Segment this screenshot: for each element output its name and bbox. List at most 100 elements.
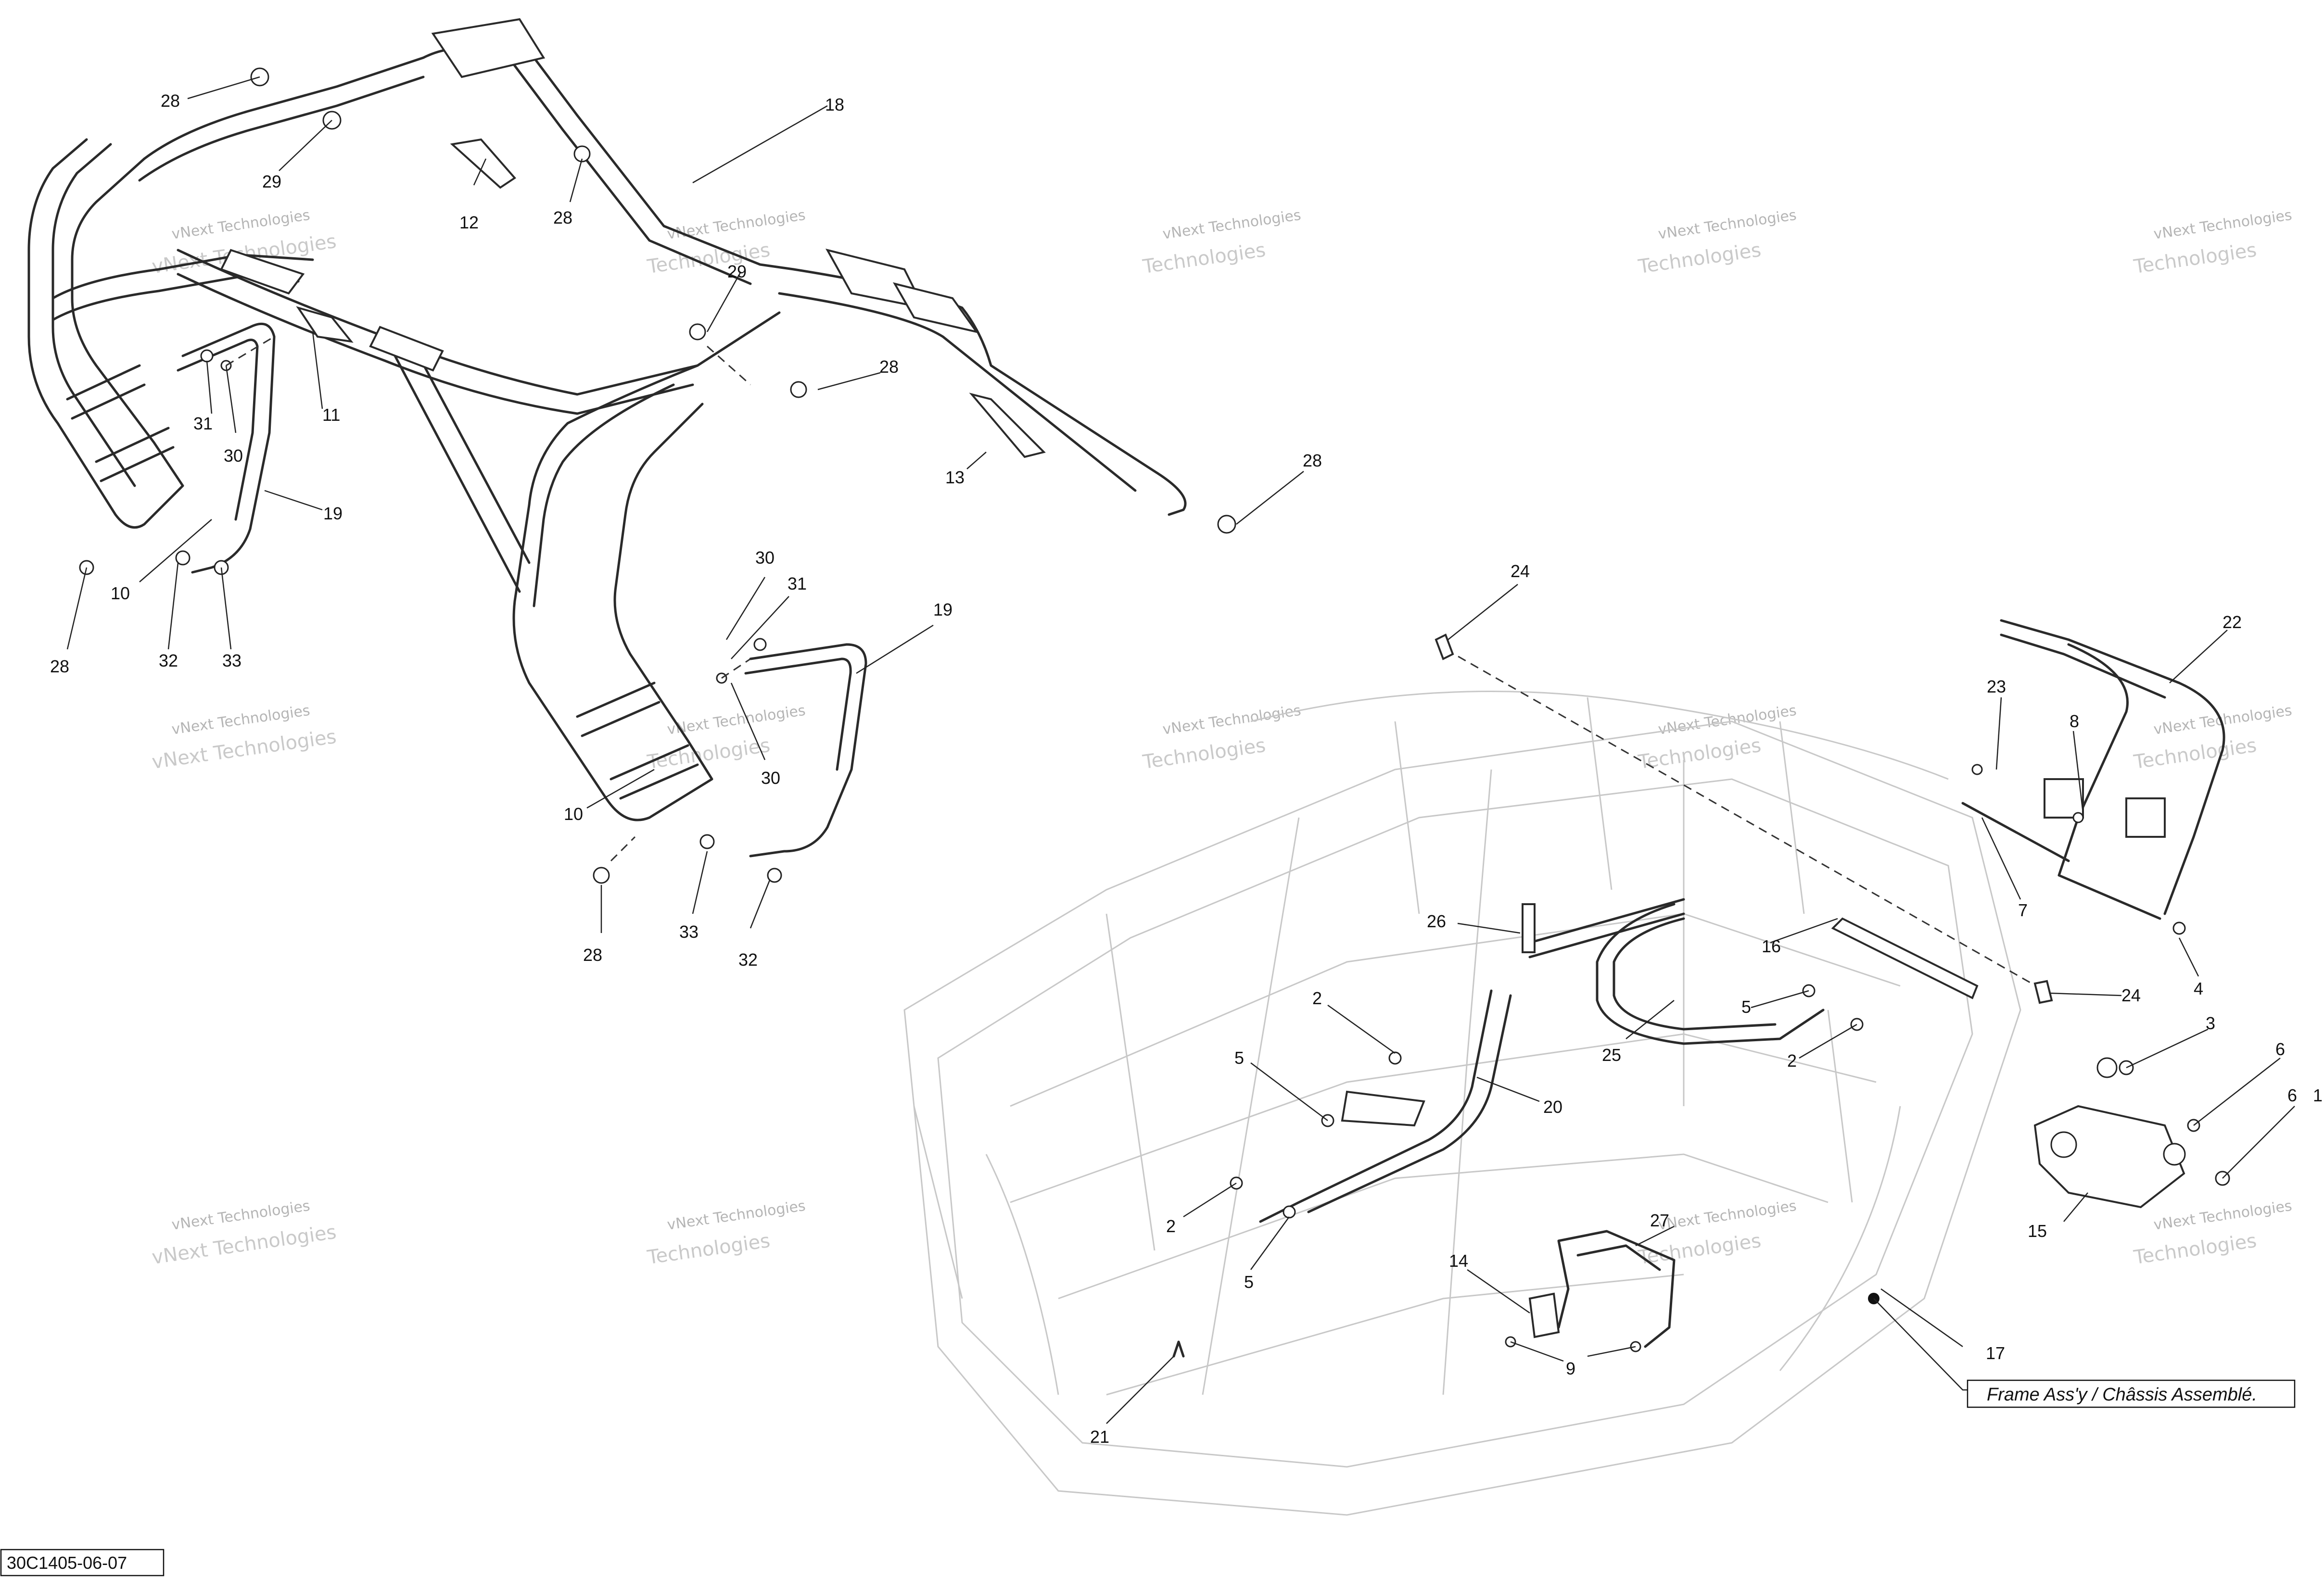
callout-2: 2 <box>1166 1216 1176 1236</box>
chassis-frame-ghost <box>903 691 2021 1516</box>
callout-31: 31 <box>193 414 213 433</box>
rod-7 <box>1961 802 2070 862</box>
watermark: vNext Technologies Technologies <box>1637 207 1798 278</box>
watermark: vNext Technologies vNext Technologies <box>151 1198 338 1269</box>
svg-text:Technologies: Technologies <box>1141 239 1267 278</box>
callout-2: 2 <box>1787 1051 1797 1071</box>
callout-28: 28 <box>1303 451 1322 470</box>
bracket-24-top <box>1435 633 1454 660</box>
callout-7: 7 <box>2018 900 2028 920</box>
callout-labels: 28 29 18 12 28 29 28 11 31 30 19 10 28 3… <box>50 91 2323 1447</box>
callout-14: 14 <box>1449 1251 1468 1271</box>
svg-text:vNext Technologies: vNext Technologies <box>1162 702 1302 738</box>
roll-cage-assembly <box>27 18 1187 821</box>
callout-32: 32 <box>159 651 178 670</box>
callout-13: 13 <box>945 467 965 487</box>
watermark: vNext Technologies Technologies <box>1637 702 1798 773</box>
callout-20: 20 <box>1543 1097 1562 1117</box>
callout-33: 33 <box>222 651 241 670</box>
arm-22 <box>2000 619 2225 920</box>
leader-lines <box>66 76 2295 1424</box>
callout-18: 18 <box>825 95 844 114</box>
svg-text:Technologies: Technologies <box>646 734 772 773</box>
callout-30: 30 <box>755 548 775 568</box>
callout-3: 3 <box>2206 1013 2215 1033</box>
callout-15: 15 <box>2028 1221 2047 1241</box>
callout-30: 30 <box>761 768 780 788</box>
svg-text:Technologies: Technologies <box>2132 1230 2258 1269</box>
svg-text:vNext Technologies: vNext Technologies <box>2153 1198 2293 1234</box>
callout-6: 6 <box>2275 1039 2285 1059</box>
cage-hardware-dash <box>226 336 751 862</box>
callout-24: 24 <box>1511 561 1530 581</box>
svg-text:vNext Technologies: vNext Technologies <box>2153 207 2293 243</box>
bracket-24-bottom <box>2033 980 2053 1004</box>
watermark: vNext Technologies vNext Technologies <box>151 702 338 773</box>
grab-handle-19-right <box>744 643 867 858</box>
callout-27: 27 <box>1650 1211 1669 1230</box>
callout-5: 5 <box>1234 1048 1244 1068</box>
svg-text:vNext Technologies: vNext Technologies <box>666 702 807 738</box>
callout-23: 23 <box>1987 677 2006 696</box>
callout-29: 29 <box>727 262 747 281</box>
svg-text:vNext Technologies: vNext Technologies <box>666 1198 807 1234</box>
callout-1: 1 <box>2313 1085 2323 1105</box>
frame-note-box: Frame Ass'y / Châssis Assemblé. <box>1967 1379 2296 1408</box>
chassis-hardware <box>1230 764 2186 1352</box>
rail-20 <box>1259 989 1512 1223</box>
svg-text:vNext Technologies: vNext Technologies <box>1657 702 1798 738</box>
diagram-code: 30C1405-06-07 <box>7 1553 127 1573</box>
watermark: vNext Technologies Technologies <box>2132 1198 2293 1269</box>
bar-16 <box>1831 917 1979 999</box>
callout-8: 8 <box>2070 711 2079 731</box>
callout-30: 30 <box>224 446 243 466</box>
callout-28: 28 <box>583 945 602 965</box>
watermark: vNext Technologies Technologies <box>1141 207 1302 278</box>
callout-19: 19 <box>933 600 952 619</box>
svg-text:Technologies: Technologies <box>2132 239 2258 278</box>
svg-text:Technologies: Technologies <box>646 1230 772 1269</box>
callout-5: 5 <box>1741 997 1751 1017</box>
callout-19: 19 <box>323 504 343 523</box>
callout-28: 28 <box>161 91 180 111</box>
callout-2: 2 <box>1312 988 1322 1008</box>
watermark: vNext Technologies Technologies <box>1637 1198 1798 1269</box>
callout-11: 11 <box>322 405 340 425</box>
watermark: vNext Technologies Technologies <box>646 1198 807 1269</box>
callout-5: 5 <box>1244 1272 1254 1292</box>
callout-16: 16 <box>1762 936 1781 956</box>
callout-9: 9 <box>1566 1359 1575 1378</box>
callout-4: 4 <box>2194 979 2203 998</box>
mount-15 <box>2033 1057 2230 1209</box>
bracket-27-14 <box>1528 1230 1676 1348</box>
callout-29: 29 <box>262 172 281 191</box>
callout-12: 12 <box>459 213 479 232</box>
callout-21: 21 <box>1090 1427 1109 1447</box>
cage-hardware <box>79 67 1236 884</box>
bumper-25-26 <box>1522 898 1825 1045</box>
callout-17: 17 <box>1986 1343 2005 1363</box>
svg-text:vNext Technologies: vNext Technologies <box>1162 207 1302 243</box>
watermark: vNext Technologies Technologies <box>2132 702 2293 773</box>
callout-25: 25 <box>1602 1045 1621 1065</box>
callout-10: 10 <box>564 804 583 824</box>
callout-32: 32 <box>738 950 758 970</box>
svg-text:vNext Technologies: vNext Technologies <box>1657 207 1798 243</box>
svg-text:Technologies: Technologies <box>1141 734 1267 773</box>
plate-11 <box>296 306 354 343</box>
svg-text:vNext Technologies: vNext Technologies <box>1657 1198 1798 1234</box>
callout-28: 28 <box>553 208 572 227</box>
callout-6: 6 <box>2287 1085 2297 1105</box>
svg-text:Technologies: Technologies <box>2132 734 2258 773</box>
callout-24: 24 <box>2121 985 2141 1005</box>
frame-note-text: Frame Ass'y / Châssis Assemblé. <box>1987 1385 2257 1405</box>
svg-text:Technologies: Technologies <box>1637 734 1763 773</box>
callout-26: 26 <box>1427 911 1446 931</box>
watermark: vNext Technologies Technologies <box>2132 207 2293 278</box>
plate-13 <box>969 392 1046 458</box>
clip-21 <box>1172 1340 1185 1358</box>
svg-text:vNext Technologies: vNext Technologies <box>666 207 807 243</box>
diagram-code-box: 30C1405-06-07 <box>0 1549 165 1577</box>
callout-33: 33 <box>679 922 698 942</box>
